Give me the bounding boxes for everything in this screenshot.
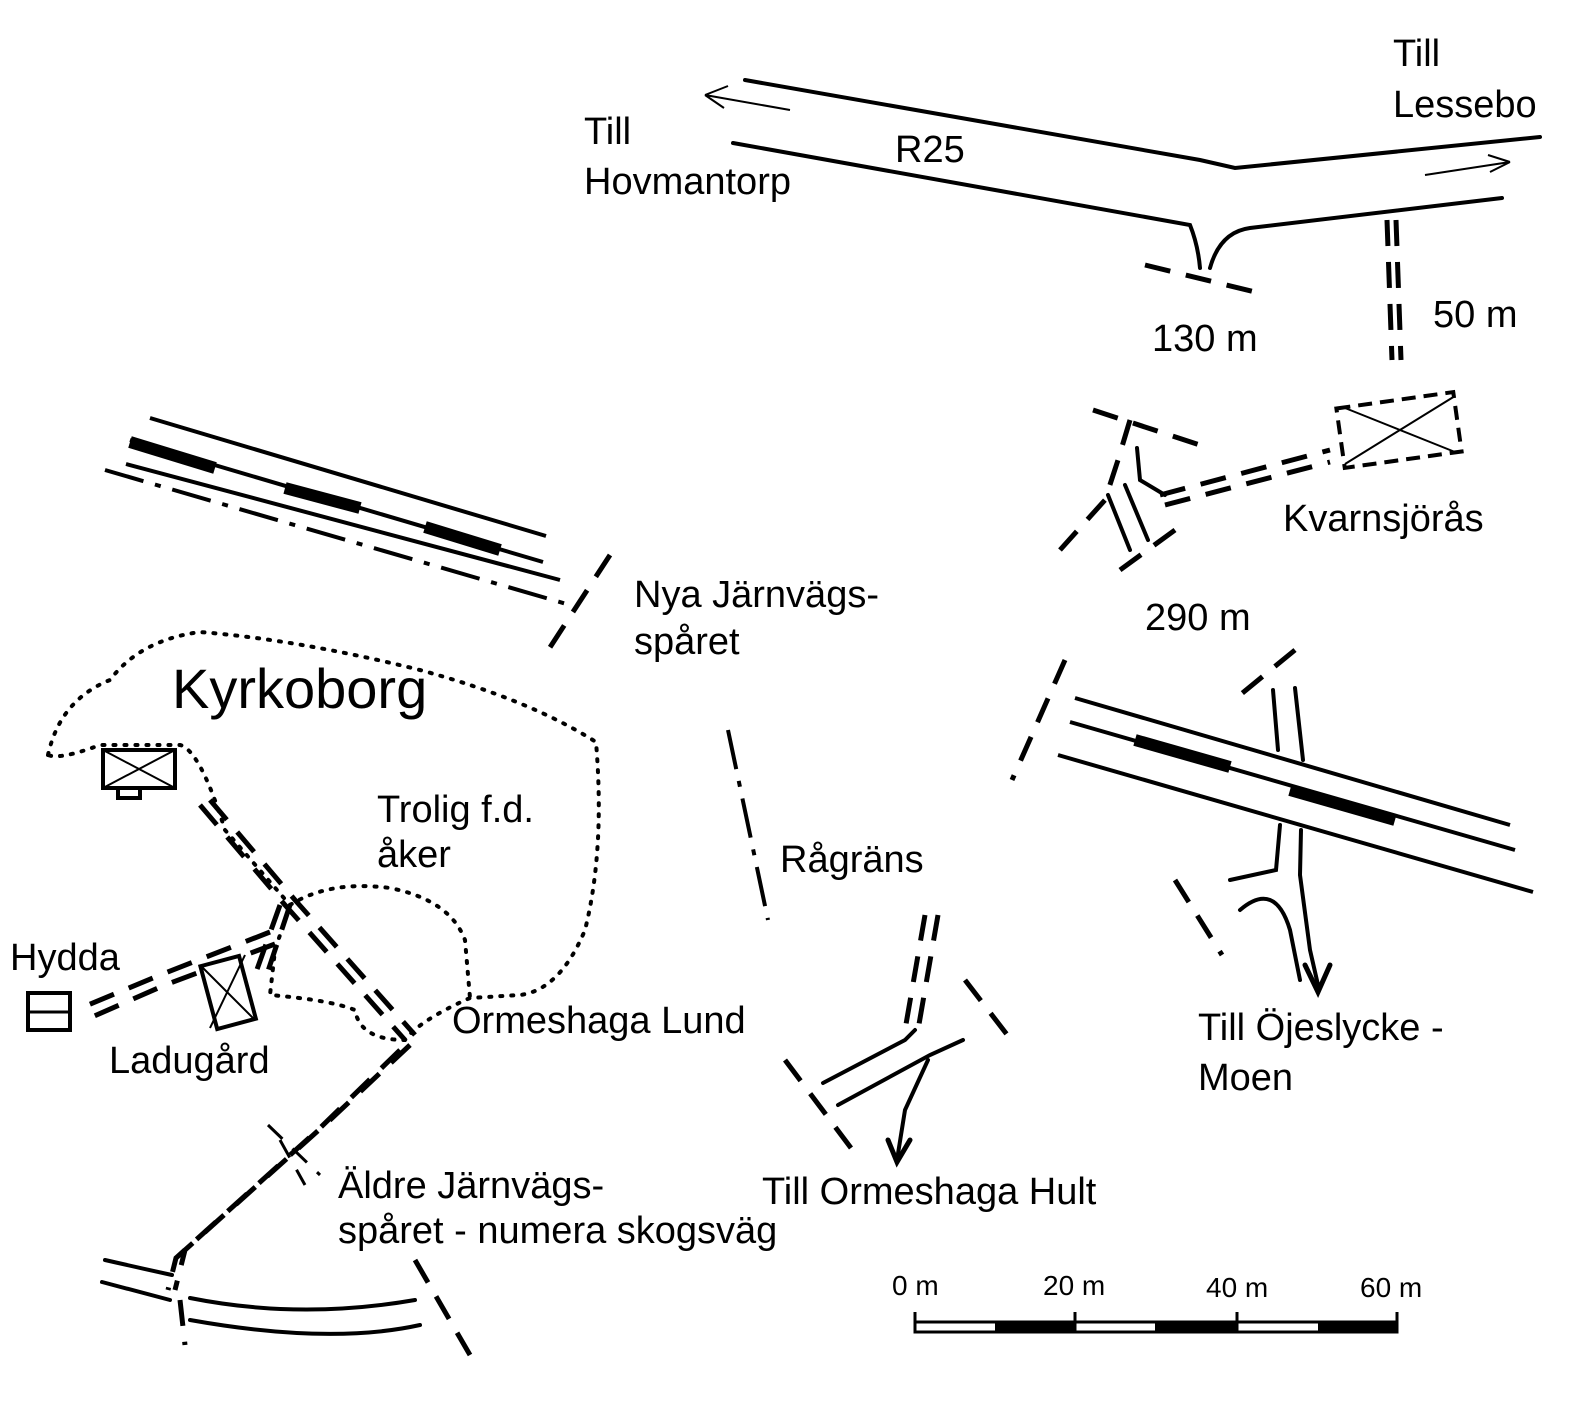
label-kvarnsjoras: Kvarnsjörås	[1283, 498, 1484, 540]
scale-tick-0: 0 m	[892, 1270, 939, 1301]
label-trolig-1: Trolig f.d.	[377, 789, 534, 831]
road-ormeshaga-hult	[783, 914, 1017, 1168]
scale-tick-20: 20 m	[1043, 1270, 1105, 1301]
label-r25: R25	[895, 129, 965, 171]
label-till-ormeshaga-hult: Till Ormeshaga Hult	[762, 1171, 1097, 1213]
label-aldre-jarnvag-1: Äldre Järnvägs-	[338, 1165, 604, 1207]
label-till-hovmantorp-2: Hovmantorp	[584, 161, 791, 203]
label-hydda: Hydda	[10, 937, 121, 979]
label-dist-130: 130 m	[1152, 318, 1258, 360]
scale-tick-60: 60 m	[1360, 1272, 1422, 1303]
label-ragrans: Rågräns	[780, 839, 924, 881]
scale-bar: 0 m 20 m 40 m 60 m	[892, 1270, 1422, 1334]
label-aldre-jarnvag-2: spåret - numera skogsväg	[338, 1210, 777, 1252]
scale-tick-40: 40 m	[1206, 1272, 1268, 1303]
arrow-east-icon	[1424, 154, 1511, 176]
label-till-hovmantorp-1: Till	[584, 111, 631, 153]
path-50m	[1384, 219, 1404, 361]
ragrans-boundary	[726, 729, 770, 921]
kvarnsjoras-area	[1058, 389, 1464, 573]
railway-new-upper	[104, 416, 613, 657]
building-hydda	[26, 991, 72, 1032]
label-trolig-2: åker	[377, 834, 451, 876]
label-dist-50: 50 m	[1433, 294, 1517, 336]
forest-roads	[87, 798, 473, 1357]
label-ladugard: Ladugård	[109, 1040, 270, 1082]
label-till-ojeslycke-2: Moen	[1198, 1057, 1293, 1099]
arrow-west-icon	[704, 85, 791, 111]
label-nya-jarnvag-2: spåret	[634, 621, 740, 663]
label-till-lessebo-1: Till	[1393, 33, 1440, 75]
label-kyrkoborg: Kyrkoborg	[172, 657, 427, 720]
label-ormeshaga-lund: Ormeshaga Lund	[452, 1000, 746, 1042]
label-dist-290: 290 m	[1145, 597, 1251, 639]
railway-new-right	[1009, 658, 1534, 894]
label-till-lessebo-2: Lessebo	[1393, 84, 1537, 126]
label-till-ojeslycke-1: Till Öjeslycke -	[1198, 1007, 1444, 1049]
building-ladugard	[197, 953, 259, 1032]
road-ojeslycke	[1172, 648, 1333, 998]
road-r25	[731, 78, 1542, 295]
label-nya-jarnvag-1: Nya Järnvägs-	[634, 574, 879, 616]
building-kyrkoborg	[101, 748, 177, 800]
